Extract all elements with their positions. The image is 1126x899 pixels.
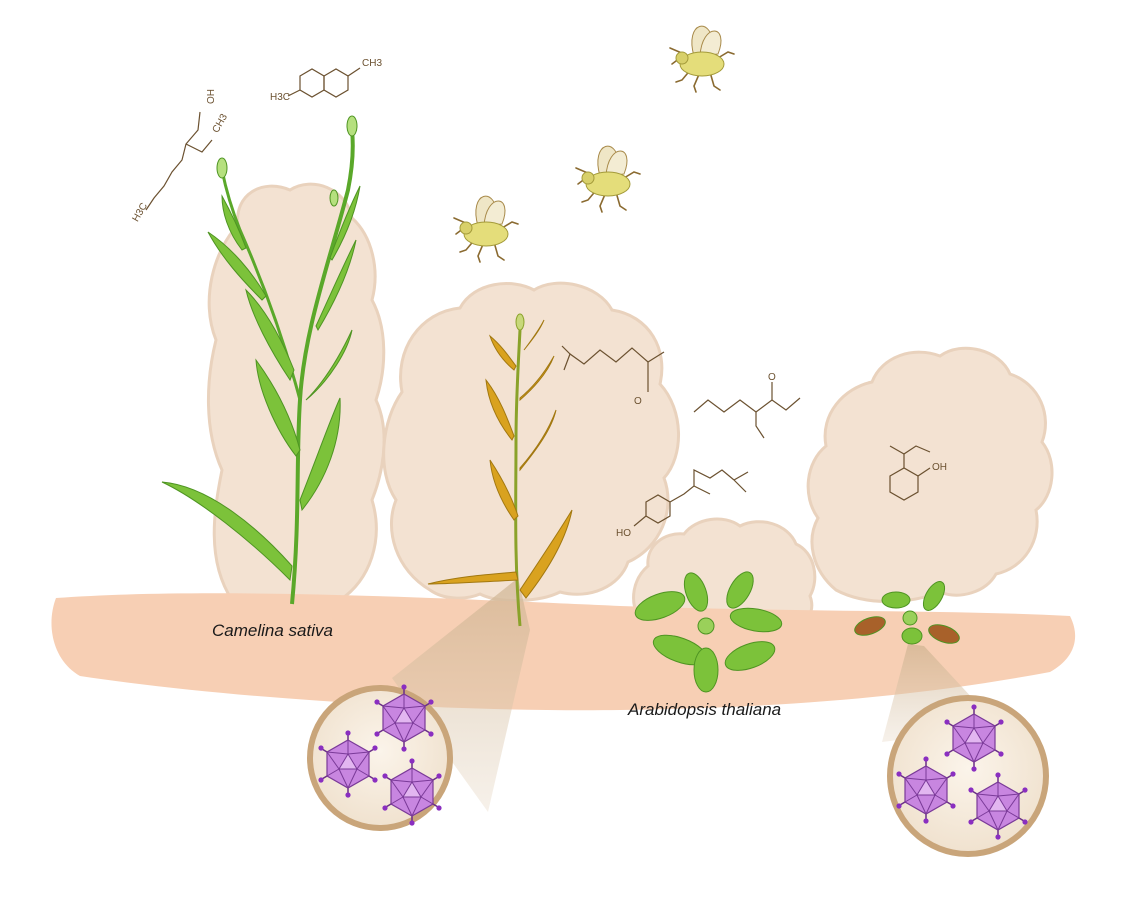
svg-text:OH: OH [932,462,947,473]
svg-text:CH3: CH3 [362,58,382,69]
svg-text:H3C: H3C [131,201,151,224]
magnifier-lens-camelina [310,684,450,828]
svg-text:CH3: CH3 [211,112,231,135]
svg-text:H3C: H3C [270,92,290,103]
svg-text:HO: HO [616,528,631,539]
label-arabidopsis-thaliana: Arabidopsis thaliana [628,700,781,720]
aphid-icon [576,146,640,212]
svg-text:O: O [768,372,776,383]
aphids [454,26,734,262]
svg-text:O: O [634,396,642,407]
label-camelina-sativa: Camelina sativa [212,621,333,641]
volatile-cloud-arabidopsis-infected [808,348,1052,601]
svg-text:OH: OH [206,89,217,104]
aphid-icon [670,26,734,92]
volatile-cloud-camelina-infected [384,283,679,600]
magnifier-lens-arabidopsis [890,698,1046,854]
compound-alkyl-alcohol: H3C OH CH3 [131,89,231,224]
compound-dimethylnaphthalene: H3C CH3 [270,58,382,103]
compound-ethylhexanoate: O [694,372,800,438]
aphid-icon [454,196,518,262]
